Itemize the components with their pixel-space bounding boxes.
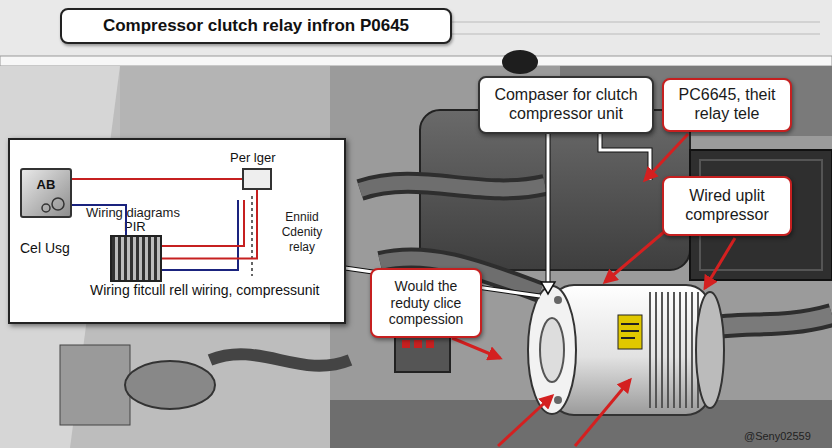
diagram-label: Wiring diagrams bbox=[86, 205, 180, 220]
leader-line bbox=[547, 134, 550, 284]
label-stripes bbox=[621, 324, 639, 338]
hose bbox=[700, 315, 832, 330]
relay-fuse bbox=[426, 340, 434, 348]
leader-line bbox=[546, 134, 551, 284]
node-text: Wired uplit compressor bbox=[672, 187, 782, 225]
node-text: Per lger bbox=[230, 150, 276, 165]
hose bbox=[360, 183, 545, 190]
node-text: Would the reduty clice compession bbox=[380, 278, 472, 328]
lower-engine bbox=[330, 400, 832, 448]
callout-box: PC6645, theit relay tele bbox=[662, 78, 792, 132]
reservoir-cap bbox=[502, 50, 538, 74]
node-subtext: Cel Usg bbox=[20, 240, 70, 256]
clutch-hub bbox=[540, 318, 564, 382]
bolt bbox=[554, 396, 562, 404]
hose bbox=[360, 183, 545, 190]
callout-box: Would the reduty clice compession bbox=[370, 268, 482, 338]
callout-arrow bbox=[705, 238, 735, 288]
engine-cover bbox=[420, 110, 690, 270]
cowl-panel bbox=[120, 66, 330, 146]
brake-booster bbox=[125, 361, 215, 409]
callout-arrow bbox=[452, 338, 500, 358]
title-box: Compressor clutch relay infron P0645 bbox=[60, 8, 452, 44]
hose bbox=[210, 354, 350, 366]
relay-fuse bbox=[402, 340, 410, 348]
watermark: @Seny02559 bbox=[744, 430, 811, 442]
engine-bay bbox=[330, 66, 832, 448]
node-text: Wiring fitcull rell wiring, compressunit bbox=[90, 282, 340, 299]
node-text: AB bbox=[37, 177, 56, 192]
compressor-end-cap bbox=[696, 292, 724, 408]
master-cylinder bbox=[60, 345, 130, 425]
node-text: PIR bbox=[124, 219, 146, 234]
title-text: Compressor clutch relay infron P0645 bbox=[103, 16, 409, 36]
hood-underside bbox=[0, 0, 832, 66]
relay-box bbox=[395, 332, 450, 372]
compressor-label bbox=[618, 315, 642, 349]
relay-fuse bbox=[414, 340, 422, 348]
component-box: ABCel Usg bbox=[20, 168, 72, 218]
leader-line bbox=[600, 134, 650, 180]
node-text: PC6645, theit relay tele bbox=[672, 86, 782, 124]
bolt bbox=[554, 296, 562, 304]
relay-block: PIR bbox=[110, 235, 162, 282]
leader-line bbox=[600, 134, 650, 180]
callout-arrow bbox=[645, 134, 688, 180]
leader-arrow-head bbox=[541, 282, 555, 294]
callout-arrow bbox=[575, 380, 630, 446]
callout-arrow bbox=[498, 396, 552, 446]
hose bbox=[700, 315, 832, 330]
hood-lip bbox=[0, 56, 832, 66]
compressor-ribs bbox=[650, 292, 698, 408]
callout-box: Compaser for clutch compressor unit bbox=[478, 76, 654, 134]
node-text: Compaser for clutch compressor unit bbox=[488, 86, 644, 124]
connector-box: Per lger bbox=[242, 168, 272, 190]
clutch-face bbox=[528, 286, 576, 414]
compressor-body bbox=[550, 285, 710, 415]
relay-label: Enniid Cdenity relay bbox=[268, 210, 336, 255]
callout-box: Wired uplit compressor bbox=[662, 176, 792, 236]
callout-arrow bbox=[605, 232, 664, 282]
